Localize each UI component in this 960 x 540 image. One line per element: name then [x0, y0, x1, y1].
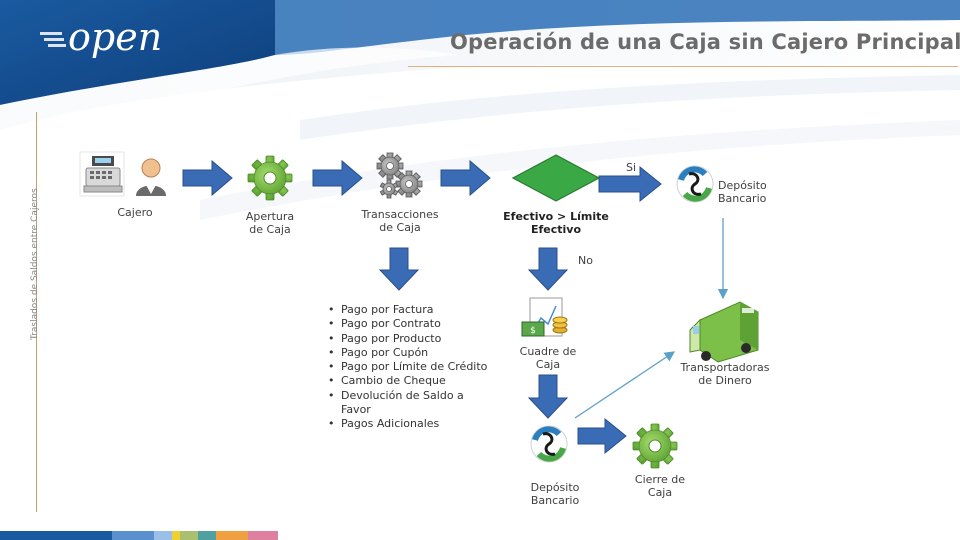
- list-item: Pago por Producto: [324, 332, 511, 347]
- list-item: Cambio de Cheque: [324, 374, 511, 389]
- label-deposito-top-line2: Bancario: [718, 192, 767, 205]
- label-decision-line1: Efectivo > Límite: [503, 210, 609, 223]
- arrow-apertura-transacciones: [312, 159, 363, 197]
- title-rule: [408, 66, 958, 67]
- label-apertura: Apertura de Caja: [235, 210, 305, 236]
- cash-register-icon: [79, 151, 125, 197]
- arrow-deposito-cierre: [577, 417, 627, 455]
- side-divider: [36, 112, 37, 512]
- arrow-decision-deposito: [598, 165, 662, 203]
- person-icon: [136, 158, 166, 196]
- label-cierre-line1: Cierre de: [634, 473, 686, 486]
- list-item: Pagos Adicionales: [324, 417, 511, 432]
- label-transacciones-line2: de Caja: [379, 221, 421, 234]
- list-item: Pago por Factura: [324, 303, 511, 318]
- list-item: Pago por Cupón: [324, 346, 511, 361]
- arrow-decision-cuadre: [527, 247, 569, 291]
- transactions-list: Pago por Factura Pago por Contrato Pago …: [324, 303, 511, 432]
- label-cuadre-line2: Caja: [535, 358, 561, 371]
- bottom-color-bar: [0, 531, 278, 540]
- decision-diamond: [511, 154, 601, 202]
- label-cierre-line2: Caja: [647, 486, 673, 499]
- label-decision: Efectivo > Límite Efectivo: [496, 210, 616, 236]
- list-item: Pago por Límite de Crédito: [324, 360, 511, 375]
- money-chart-icon: $: [521, 297, 568, 337]
- label-cajero: Cajero: [117, 206, 153, 219]
- arrow-cuadre-deposito: [527, 374, 569, 419]
- connector-deposito-bottom-transportadoras: [574, 351, 676, 419]
- open-logo: open: [40, 15, 162, 59]
- label-transportadoras-line1: Transportadoras: [680, 361, 770, 374]
- label-cuadre: Cuadre de Caja: [508, 345, 588, 371]
- list-item: Pago por Contrato: [324, 317, 511, 332]
- label-apertura-line2: de Caja: [249, 223, 291, 236]
- gear-icon-cierre: [632, 423, 678, 469]
- label-transacciones-line1: Transacciones: [361, 208, 439, 221]
- label-decision-line2: Efectivo: [530, 223, 582, 236]
- label-deposito-bottom-line2: Bancario: [530, 494, 580, 507]
- gears-icon-transacciones: [376, 152, 423, 199]
- label-transportadoras-line2: de Dinero: [698, 374, 752, 387]
- svg-text:open: open: [68, 15, 162, 59]
- label-cierre: Cierre de Caja: [620, 473, 700, 499]
- label-deposito-bottom: Depósito Bancario: [515, 481, 595, 507]
- label-transacciones: Transacciones de Caja: [350, 208, 450, 234]
- arrow-transacciones-list: [378, 247, 420, 291]
- label-apertura-line1: Apertura: [245, 210, 295, 223]
- page-title: Operación de una Caja sin Cajero Princip…: [450, 30, 960, 54]
- label-deposito-bottom-line1: Depósito: [530, 481, 580, 494]
- list-item: Devolución de Saldo a Favor: [324, 389, 491, 418]
- arrow-cajero-apertura: [182, 159, 233, 197]
- arrow-transacciones-decision: [440, 159, 491, 197]
- label-deposito-top: Depósito Bancario: [718, 179, 778, 205]
- branch-yes-label: Si: [626, 161, 637, 174]
- label-deposito-top-line1: Depósito: [718, 179, 767, 192]
- label-cuadre-line1: Cuadre de: [519, 345, 577, 358]
- gear-icon-apertura: [247, 155, 293, 201]
- bank-deposit-icon-bottom: [530, 425, 568, 463]
- bank-deposit-icon-top: [676, 165, 714, 203]
- delivery-truck-icon: [689, 301, 759, 363]
- label-transportadoras: Transportadoras de Dinero: [670, 361, 780, 387]
- branch-no-label: No: [578, 254, 593, 267]
- svg-text:$: $: [530, 326, 536, 336]
